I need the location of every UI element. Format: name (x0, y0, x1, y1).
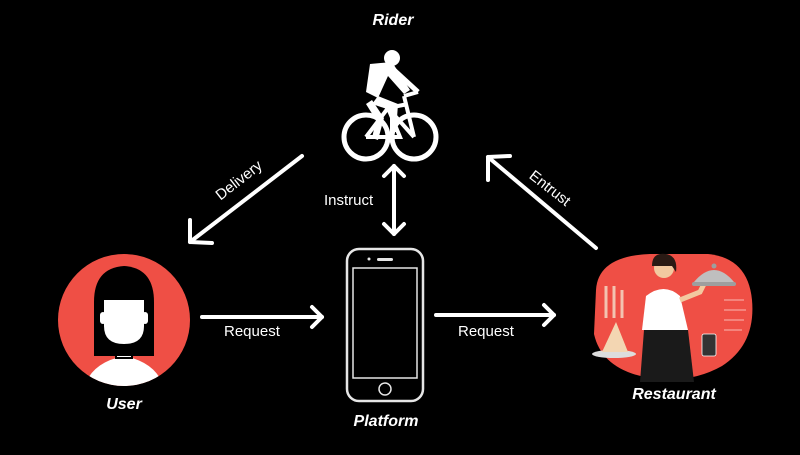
cyclist-icon (341, 50, 439, 162)
request-label-restaurant: Request (458, 323, 514, 340)
rider-label: Rider (372, 12, 414, 29)
restaurant-label: Restaurant (632, 386, 716, 403)
entrust-arrow (486, 154, 598, 250)
user-label: User (106, 396, 142, 413)
request-label-user: Request (224, 323, 280, 340)
waitress-icon (592, 253, 753, 382)
instruct-arrow (382, 164, 406, 236)
platform-label: Platform (353, 413, 419, 430)
user-avatar-icon (58, 254, 190, 386)
delivery-arrow (188, 154, 304, 245)
instruct-label: Instruct (324, 192, 374, 209)
request-arrow-restaurant (434, 303, 556, 327)
smartphone-icon (345, 247, 425, 403)
request-arrow-user (200, 305, 324, 329)
